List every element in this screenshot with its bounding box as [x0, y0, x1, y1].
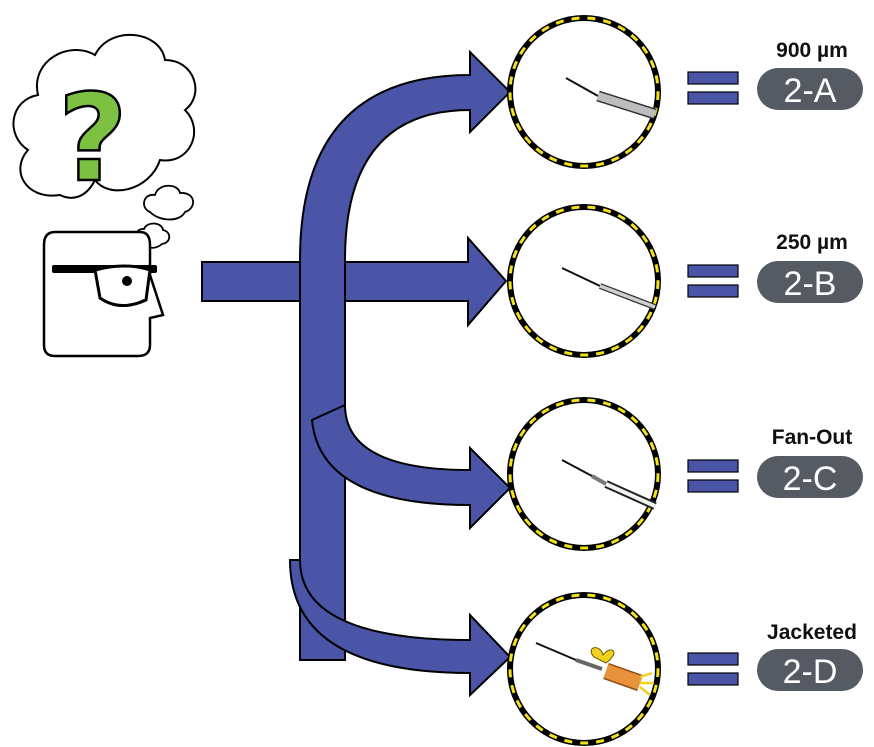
option-code: 2-D	[783, 653, 838, 691]
fiber-900um-icon	[565, 77, 657, 120]
branch-arrows	[201, 49, 512, 698]
arrow-to-2d	[288, 559, 512, 698]
question-mark: ?	[58, 70, 128, 209]
equals-icon	[687, 264, 739, 298]
option-badge	[757, 456, 863, 498]
thinking-person-icon	[42, 230, 165, 358]
option-code: 2-B	[784, 265, 837, 303]
fiber-jacketed-icon	[535, 642, 654, 696]
option-badge	[757, 261, 863, 303]
option-code: 2-C	[783, 460, 838, 498]
fiber-fanout-icon	[561, 459, 657, 510]
option-title: 250 µm	[776, 231, 848, 254]
arrow-to-2a	[299, 49, 512, 661]
option-badge	[757, 649, 863, 691]
option-badge	[757, 68, 863, 110]
equals-icon	[687, 71, 739, 105]
thought-bubble-icon: ?	[12, 33, 197, 249]
equals-icon	[687, 459, 739, 493]
fiber-250um-icon	[561, 267, 657, 310]
option-title: Jacketed	[767, 621, 857, 644]
option-row-c: Fan-Out 2-C	[507, 397, 863, 551]
arrow-to-2c	[310, 403, 512, 531]
equals-icon	[687, 652, 739, 686]
main-arrow	[201, 235, 508, 328]
option-title: 900 µm	[776, 39, 848, 62]
option-row-b: 250 µm 2-B	[507, 204, 863, 358]
option-row-a: 900 µm 2-A	[507, 15, 863, 169]
option-code: 2-A	[784, 72, 837, 110]
option-row-d: Jacketed 2-D	[507, 592, 863, 746]
option-title: Fan-Out	[772, 426, 852, 449]
